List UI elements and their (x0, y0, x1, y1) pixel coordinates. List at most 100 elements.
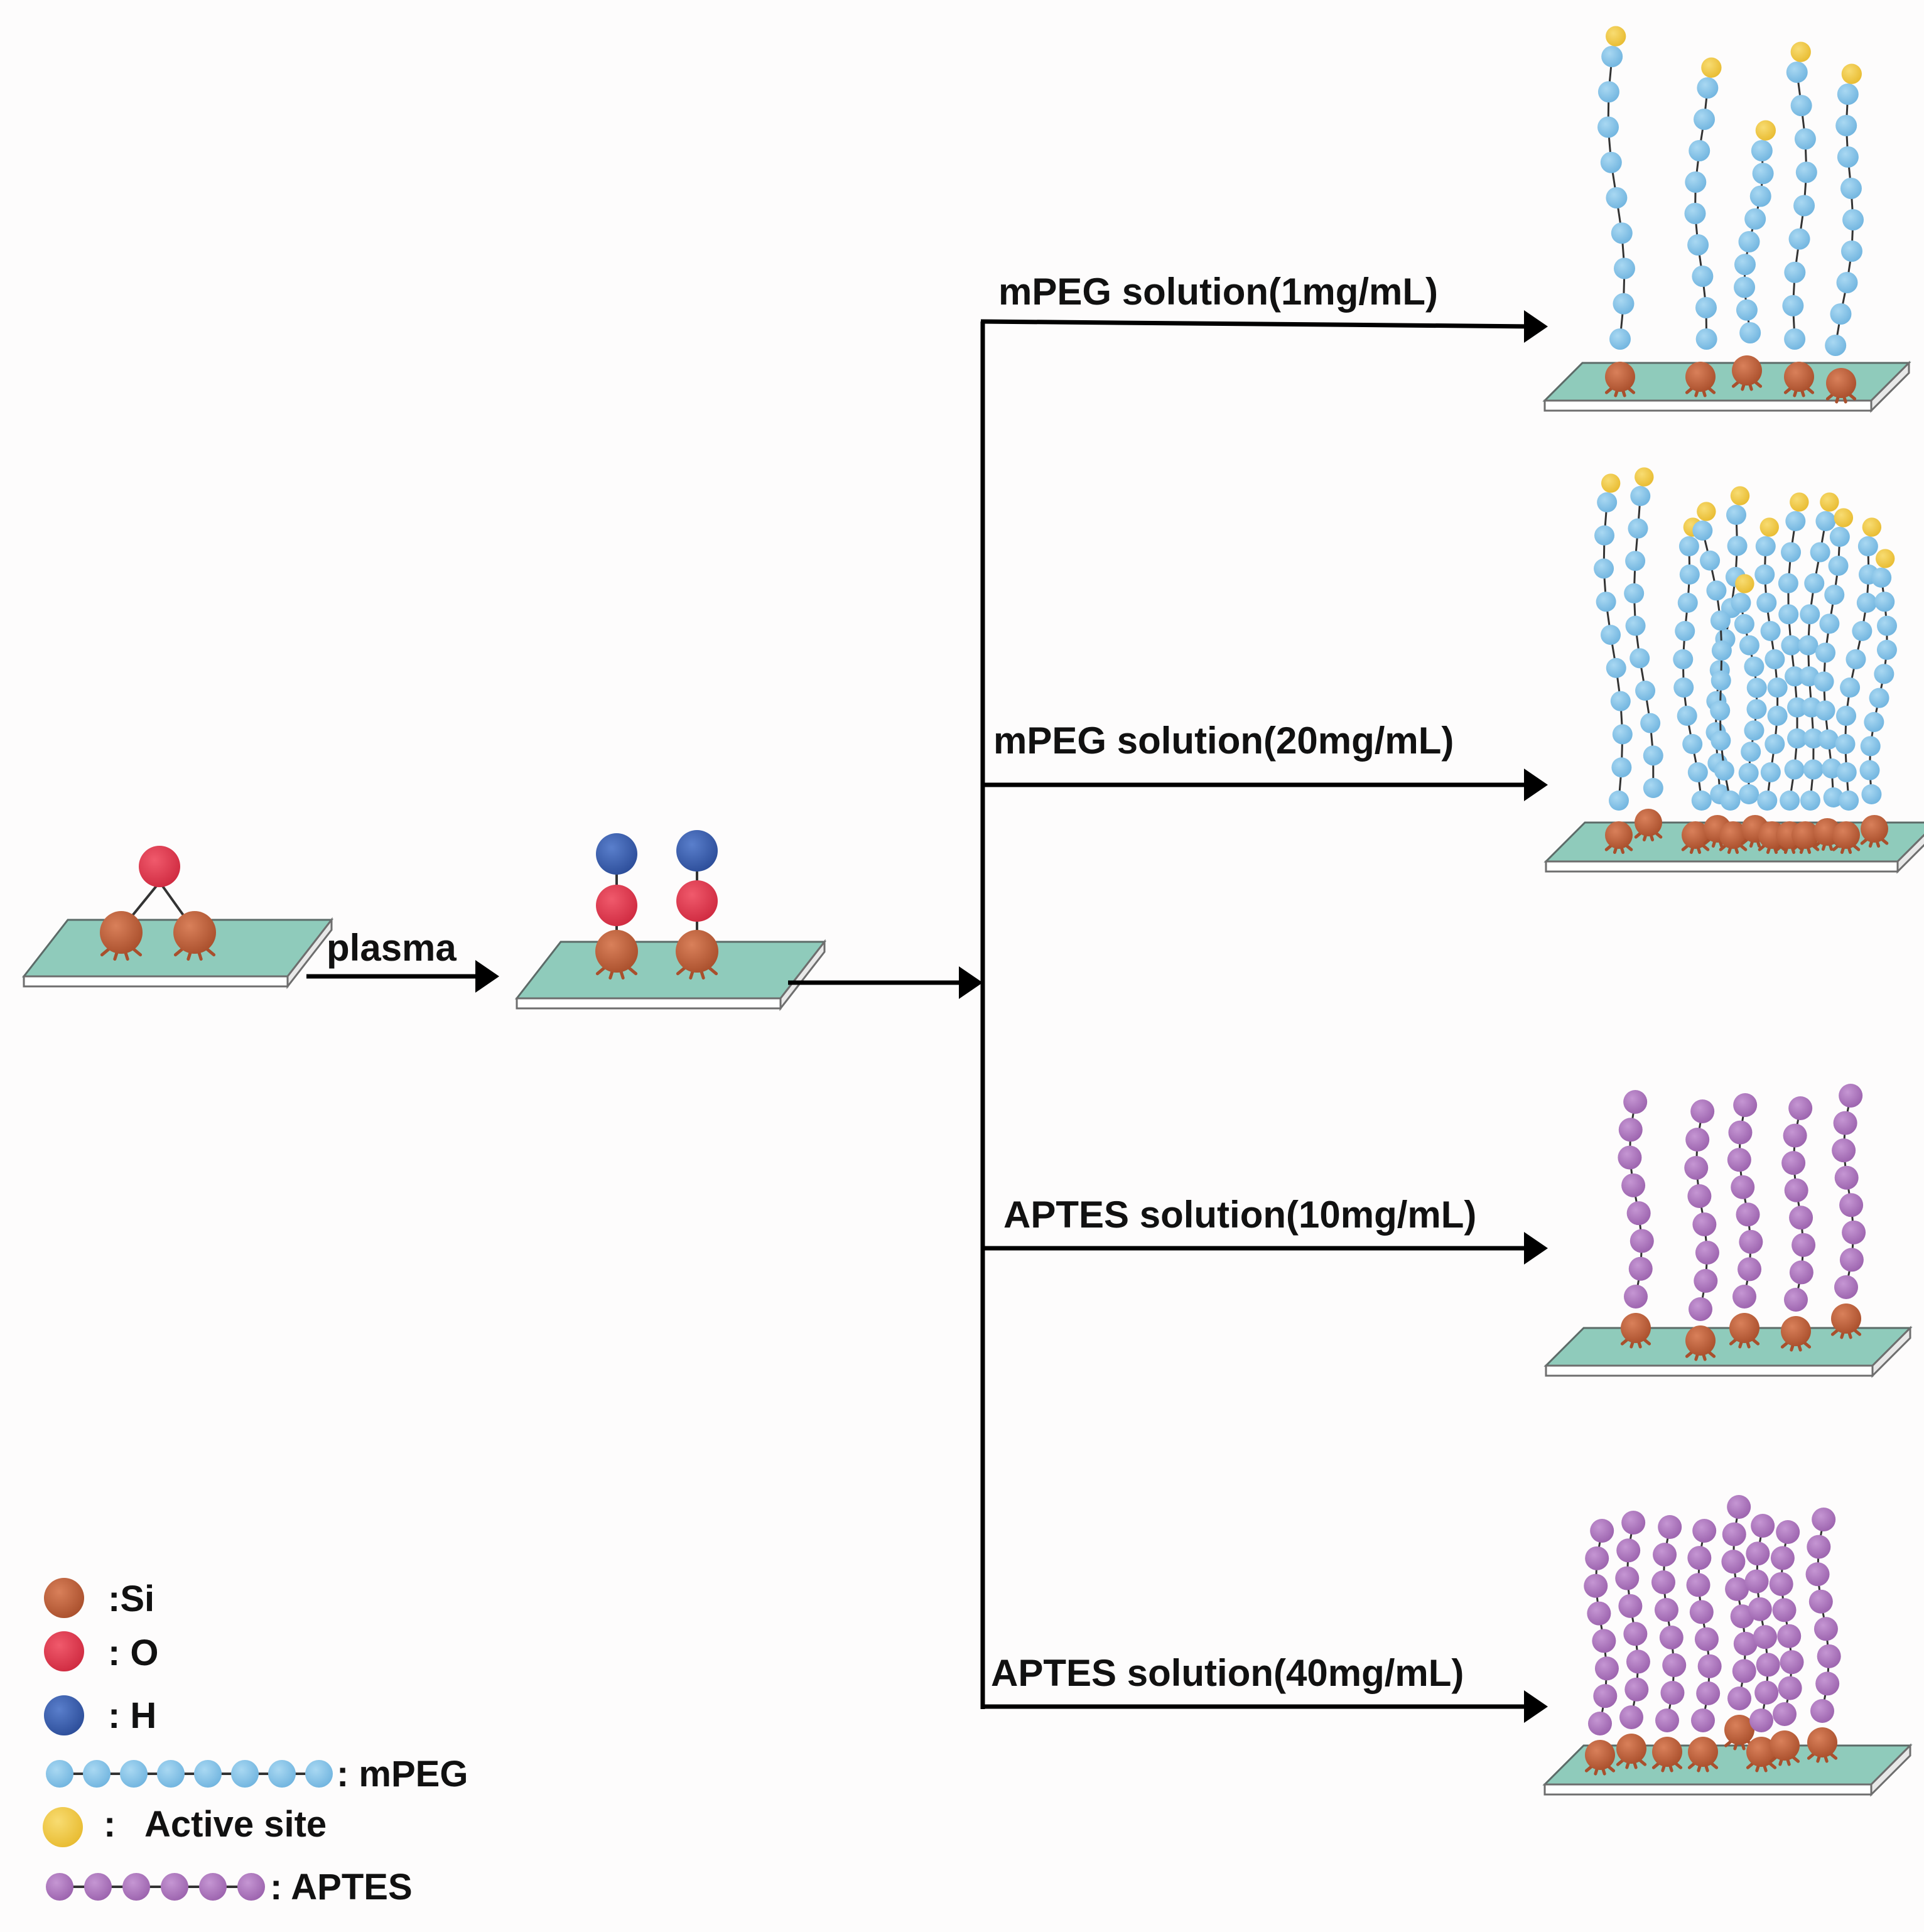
chain-bead (1692, 1519, 1717, 1543)
chain-bead (1732, 1285, 1756, 1309)
chain-bead (1594, 1656, 1619, 1681)
chain-bead (1772, 1598, 1797, 1622)
chain-bead (1744, 208, 1766, 230)
active-site-bead (1735, 574, 1754, 593)
arrow-head (959, 966, 983, 999)
branch-label-aptes-40: APTES solution(40mg/mL) (991, 1652, 1464, 1694)
si-atom (1758, 821, 1786, 854)
chain-bond (1844, 546, 1870, 801)
chain-bead (1744, 720, 1765, 741)
chain-bead (1846, 649, 1866, 669)
chain-bead (1751, 1514, 1775, 1538)
chain-bead (1625, 551, 1646, 571)
chain-bead (1828, 556, 1849, 576)
chain-bead (1795, 161, 1817, 183)
active-site-bead (1606, 26, 1626, 46)
substrate-top (1543, 1327, 1913, 1367)
chain-bead (1624, 1285, 1648, 1309)
si-ball (1585, 1740, 1615, 1770)
mpeg-chain (1624, 467, 1663, 798)
chain-bead (1834, 1165, 1859, 1190)
chain-bead (1784, 328, 1806, 350)
si-atom (1620, 1313, 1651, 1349)
chain-bead (1830, 303, 1852, 325)
si-ball (1605, 821, 1633, 849)
chain-bead (1694, 1269, 1718, 1293)
substrate-aptes-10 (1543, 1325, 1913, 1378)
si-ball (1682, 821, 1709, 849)
chain-bead (1691, 1708, 1715, 1732)
chain-bead (1734, 254, 1756, 276)
chain-bead (1689, 140, 1711, 161)
si-atom (1746, 1737, 1777, 1773)
chain-bead (1781, 1151, 1806, 1175)
chain-bead (1687, 234, 1709, 256)
si-atom (1685, 362, 1716, 397)
si-ball (1685, 1325, 1716, 1356)
chain-bond (1868, 577, 1888, 795)
chain-bead (1836, 272, 1858, 293)
branch-label-mpeg-20: mPEG solution(20mg/mL) (993, 720, 1454, 762)
chain-bead (1832, 1138, 1856, 1163)
chain-bead (1842, 209, 1864, 230)
chain-bead (1852, 621, 1873, 641)
chain-bead (1692, 1212, 1717, 1236)
chain-bead (1629, 648, 1650, 669)
chain-bead (1640, 713, 1661, 733)
mpeg-chain (1734, 120, 1776, 343)
substrate-side (779, 939, 826, 1012)
active-site-bead (1730, 486, 1750, 505)
chain-bead (1786, 62, 1808, 83)
chain-bead (1722, 1522, 1746, 1546)
chain-bead (1685, 1128, 1710, 1152)
chain-bead (1624, 583, 1645, 603)
chain-bead (1654, 1598, 1678, 1622)
aptes-chain (1651, 1515, 1687, 1732)
arrow-head (1524, 1232, 1548, 1265)
active-site-bead (1697, 502, 1716, 521)
chain-bead (1804, 573, 1825, 593)
mpeg-chain (1754, 517, 1788, 811)
arrow-shaft (980, 319, 1536, 329)
chain-bead (268, 1760, 296, 1788)
chain-bead (1731, 593, 1751, 613)
chain-bead (1864, 712, 1884, 732)
chain-bead (1609, 328, 1631, 350)
arrow-head (1524, 310, 1548, 343)
substrate-side (1896, 833, 1924, 874)
chain-bead (1592, 1629, 1616, 1653)
chain-bond (1602, 502, 1624, 801)
chain-bead (1673, 649, 1694, 669)
si-atom (1604, 821, 1633, 854)
mpeg-legend-icon (46, 1760, 333, 1788)
chain-bead (1621, 1511, 1646, 1535)
chain-bead (1623, 1622, 1648, 1646)
chain-bead (1629, 1229, 1654, 1253)
active-site-bead (1834, 508, 1854, 527)
chain-bead (1839, 791, 1859, 811)
chain-bead (1783, 1123, 1807, 1148)
chain-bead (1601, 46, 1623, 67)
chain-bead (1721, 1550, 1746, 1574)
chain-bead (1803, 759, 1824, 780)
chain-bead (1754, 564, 1775, 585)
chain-bead (1833, 1111, 1857, 1135)
chain-bead (1635, 681, 1656, 701)
si-ball (1724, 1715, 1754, 1745)
chain-bead (1839, 1193, 1864, 1217)
chain-bead (1756, 593, 1777, 613)
si-atom (1832, 821, 1861, 854)
chain-bead (1805, 1562, 1830, 1587)
aptes-chain (1727, 1093, 1763, 1309)
chain-bead (1746, 699, 1767, 720)
substrate-edge (1545, 860, 1899, 873)
chain-bead (1856, 593, 1877, 613)
chain-bead (1787, 697, 1808, 718)
chain-bead (1726, 505, 1747, 525)
chain-bead (1692, 266, 1714, 287)
chain-bead (1785, 666, 1805, 687)
chain-bead (1597, 116, 1619, 138)
chain-bead (1734, 276, 1756, 298)
chain-bead (1744, 1569, 1769, 1594)
mpeg-chain (1778, 492, 1809, 811)
